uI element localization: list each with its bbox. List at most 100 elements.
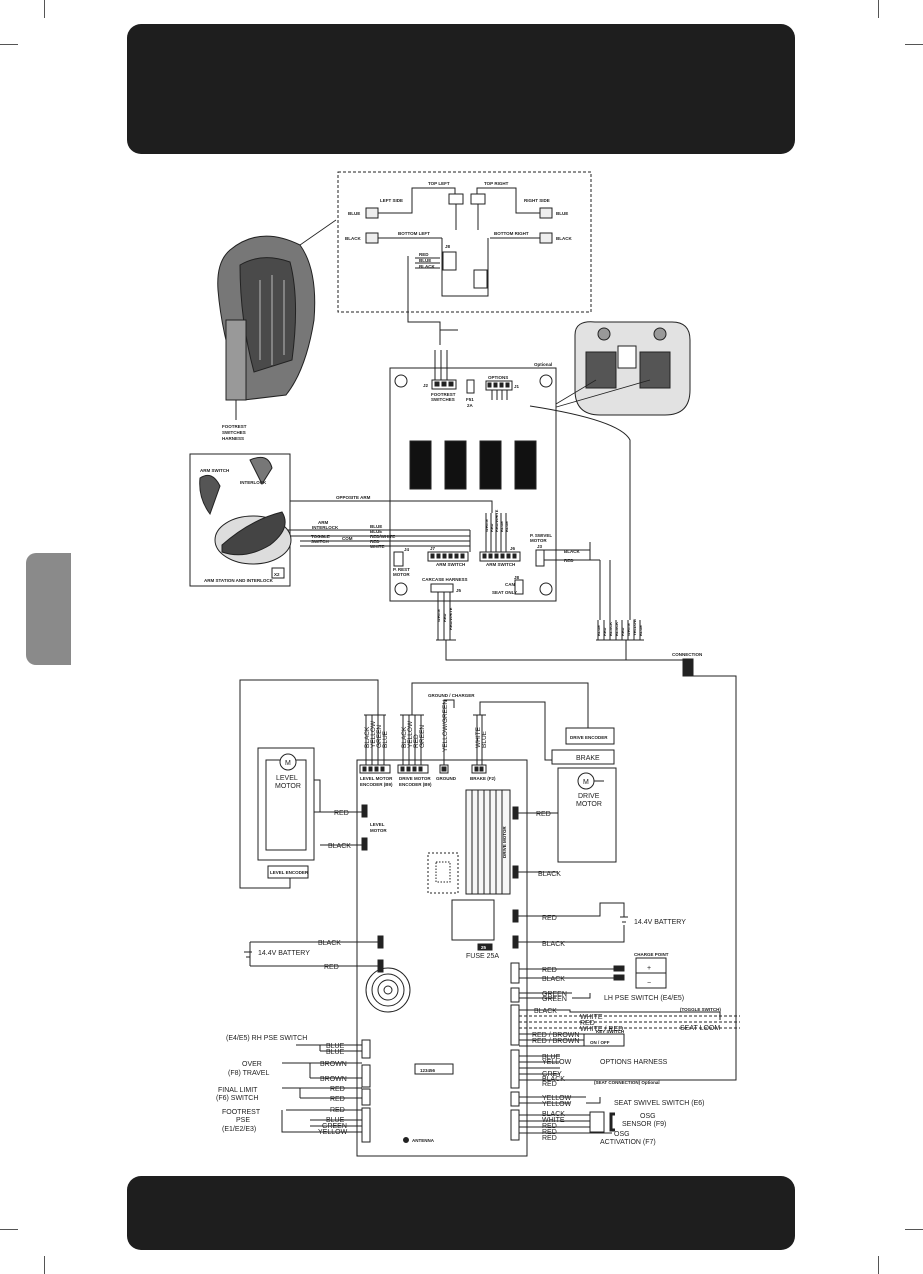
loom-wire-label: RED	[602, 627, 607, 636]
fuse-f51-label: 2A	[467, 403, 474, 408]
opt-grey-label: GREY	[542, 1071, 562, 1078]
lh-green-label-2: GREEN	[542, 996, 567, 1003]
level-motor-encoder-label: LEVEL MOTOR	[360, 776, 393, 781]
level-encoder-box	[267, 865, 309, 879]
j8-wire-label: BLACK	[419, 264, 435, 269]
section-tab	[26, 553, 71, 665]
drive-motor-encoder-label: ENCODER (B9)	[399, 782, 432, 787]
seat-only-label: SEAT ONLY	[492, 590, 517, 595]
relay	[444, 440, 467, 490]
footrest-harness-label: FOOTREST	[222, 424, 247, 429]
relay	[479, 440, 502, 490]
j6-wire-label: BLUE	[499, 521, 504, 532]
footrest-harness-label: HARNESS	[222, 436, 244, 441]
opt-yellow-label: YELLOW	[542, 1059, 572, 1066]
footrest-switch-box	[337, 171, 592, 313]
right-side-switch-top	[539, 207, 553, 219]
level-encoder-label: LEVEL ENCODER	[270, 870, 309, 875]
final-limit-label: (F6) SWITCH	[216, 1095, 258, 1102]
loom-wire-label: BLACK	[608, 622, 613, 636]
swivel-yellow-label-2: YELLOW	[542, 1101, 572, 1108]
connection-label: CONNECTION	[672, 652, 702, 657]
lh-green-label: GREEN	[542, 991, 567, 998]
osg-sensor-label: OSG	[640, 1113, 656, 1120]
batt-left-black-label: BLACK	[318, 940, 341, 947]
fr-yellow-label: YELLOW	[318, 1129, 348, 1136]
j6-wire-label: BLUE	[504, 521, 509, 532]
footrest-switches-label: FOOTREST	[431, 392, 456, 397]
board-red-label: RED	[564, 558, 574, 563]
over-brown-label: BROWN	[320, 1061, 347, 1068]
p-rest-motor-label: P. REST	[393, 567, 410, 572]
toggle-switch-label: TOGGLE	[311, 534, 330, 539]
loom-wire-label: BLUE	[638, 625, 643, 636]
buzzer	[365, 967, 411, 1013]
j1-label: J1	[514, 384, 520, 389]
level-motor-encoder-label: ENCODER (B9)	[360, 782, 393, 787]
footer-bar	[127, 1176, 795, 1250]
red-brown-label-2: RED / BROWN	[532, 1038, 579, 1045]
osg-white-label: WHITE	[542, 1117, 565, 1124]
drive-motor-label: DRIVE	[578, 793, 600, 800]
j8-footrest-label: J8	[445, 244, 451, 249]
right-side-switch-bottom	[539, 232, 553, 244]
on-off-label: ON / OFF	[590, 1040, 610, 1045]
final-red-label: RED	[330, 1086, 345, 1093]
left-side-switch-top	[365, 207, 379, 219]
over-travel-label: OVER	[242, 1061, 262, 1068]
top-left-label: TOP LEFT	[428, 181, 450, 186]
crop-mark	[905, 44, 923, 45]
arm-wire-label: BLUE	[370, 529, 382, 534]
fuse-small-label: 25	[481, 945, 487, 950]
header-bar	[127, 24, 795, 154]
j7-label: J7	[430, 546, 436, 551]
j5-wire-label: RED	[442, 613, 447, 622]
bottom-left-label: BOTTOM LEFT	[398, 231, 430, 236]
j6-wire-label: WHITE	[484, 519, 489, 532]
crop-mark	[0, 44, 18, 45]
lh-pse-label: LH PSE SWITCH (E4/E5)	[604, 995, 684, 1002]
com-label: COM	[342, 536, 353, 541]
crop-mark	[905, 1229, 923, 1230]
arm-station-box	[189, 453, 291, 587]
bottom-right-label: BOTTOM RIGHT	[494, 231, 529, 236]
level-motor-conn-label: MOTOR	[370, 828, 387, 833]
seat-black-label: BLACK	[534, 1008, 557, 1015]
arm-station-caption: ARM STATION AND INTERLOCK	[204, 578, 274, 583]
level-enc-wire: GREEN	[376, 725, 383, 748]
swivel-yellow-label: YELLOW	[542, 1095, 572, 1102]
footrest-pse-label: (E1/E2/E3)	[222, 1126, 256, 1133]
drive-enc-wire: RED	[413, 734, 420, 748]
crop-mark	[44, 0, 45, 18]
drive-encoder-label: DRIVE ENCODER	[570, 735, 608, 740]
crop-mark	[0, 1229, 18, 1230]
charge-minus: −	[647, 980, 651, 987]
arm-wire-label: BLUE	[370, 524, 382, 529]
loom-wire-label: BLUE	[596, 625, 601, 636]
j5-label: J5	[456, 588, 462, 593]
drive-enc-wire: BLACK	[401, 726, 408, 748]
seat-swivel-label: SEAT SWIVEL SWITCH (E6)	[614, 1100, 705, 1107]
drive-encoder-box	[565, 727, 615, 745]
osg-sensor-label: SENSOR (F9)	[622, 1121, 666, 1128]
j5-wire-label: RED/WHITE	[448, 607, 453, 630]
charge-point-label: CHARGE POINT	[634, 952, 669, 957]
rh-pse-label: (E4/E5) RH PSE SWITCH	[226, 1035, 307, 1042]
crop-mark	[878, 0, 879, 18]
left-blue-label: BLUE	[348, 211, 360, 216]
rh-blue-label: BLUE	[326, 1043, 345, 1050]
osg-black-label: BLACK	[542, 1111, 565, 1118]
crop-mark	[878, 1256, 879, 1274]
ground-charger-label: GROUND / CHARGER	[428, 693, 475, 698]
options-harness-label: OPTIONS HARNESS	[600, 1059, 668, 1066]
drive-black-label: BLACK	[538, 871, 561, 878]
drive-motor-m: M	[583, 779, 589, 786]
j3-label: J3	[537, 544, 543, 549]
drive-motor-encoder-label: DRIVE MOTOR	[399, 776, 431, 781]
right-blue-label: BLUE	[556, 211, 568, 216]
board-black-label: BLACK	[564, 549, 580, 554]
seat-base-illustration	[545, 321, 691, 416]
over-brown-label-2: BROWN	[320, 1076, 347, 1083]
seat-white-red-label: WHITE / RED	[580, 1026, 623, 1033]
brake-f2-label: BRAKE (F2)	[470, 776, 496, 781]
